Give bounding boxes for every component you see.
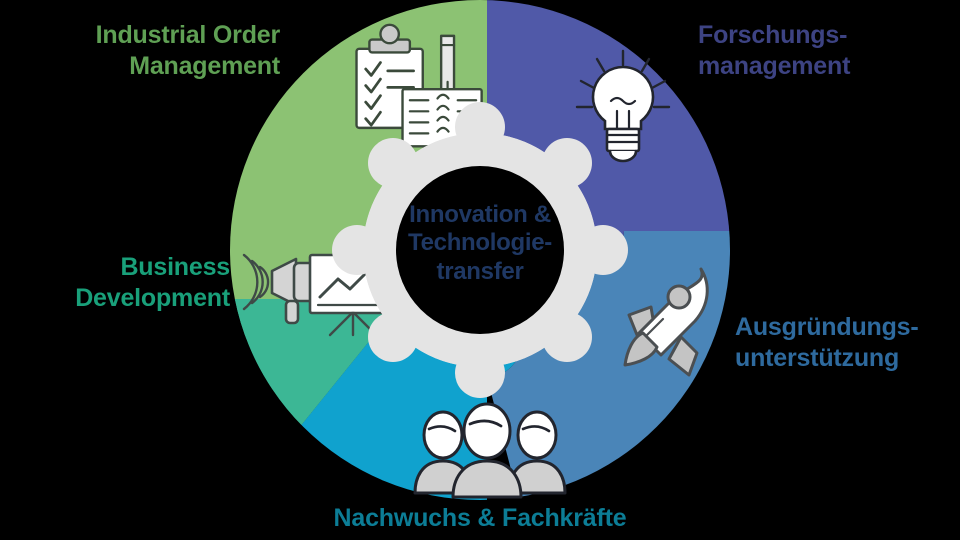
segment-business-development-body[interactable] — [229, 283, 487, 501]
segment-label-forschungsmanagement: Forschungs- management — [698, 21, 851, 80]
people-group-icon — [413, 402, 567, 499]
segment-label-nachwuchs-fachkraefte: Nachwuchs & Fachkräfte — [333, 504, 627, 532]
puzzle-wheel — [229, 0, 731, 501]
lightbulb-icon — [575, 49, 671, 163]
rocket-icon — [623, 267, 709, 377]
gear-ring — [332, 102, 628, 398]
segment-label-ausgruendungsunterstuetzung: Ausgründungs- unterstützung — [735, 313, 919, 372]
segment-label-business-development: Business Development — [75, 253, 230, 312]
segment-label-industrial-order-management: Industrial Order Management — [95, 21, 281, 80]
